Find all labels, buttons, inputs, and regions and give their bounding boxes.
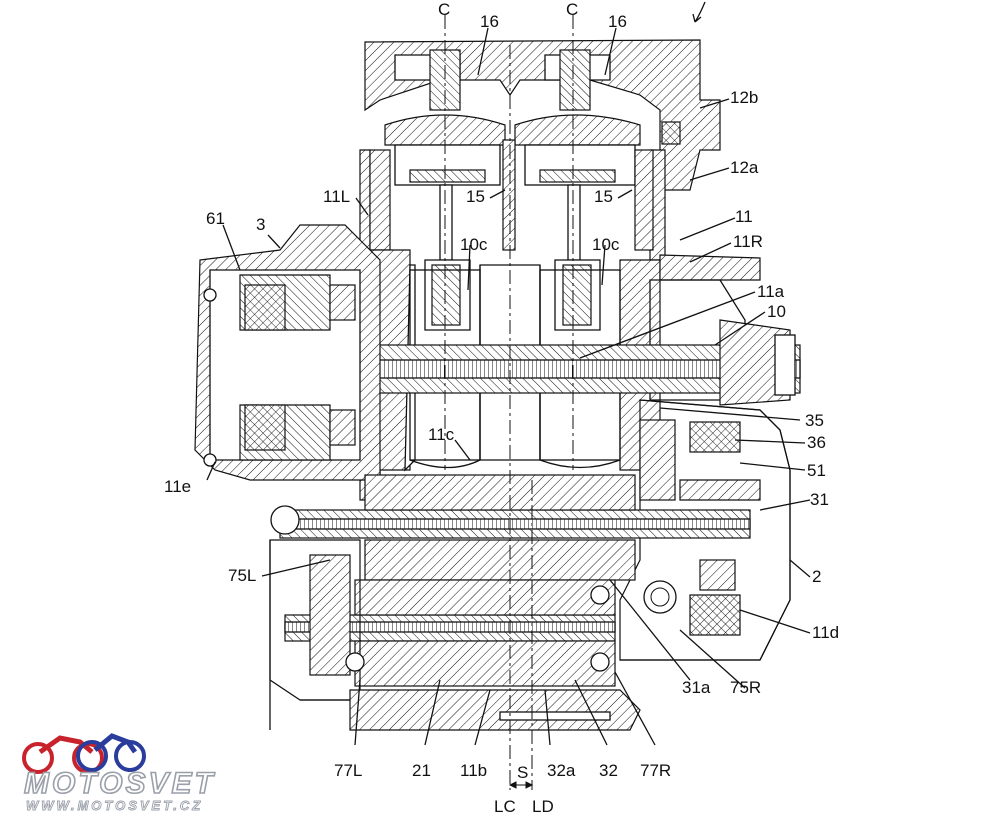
connecting-rods — [424, 184, 601, 331]
label-77L: 77L — [334, 761, 362, 780]
label-c-right: C — [566, 0, 578, 19]
label-3: 3 — [256, 215, 265, 234]
label-16-left: 16 — [480, 12, 499, 31]
label-31: 31 — [810, 490, 829, 509]
label-11L: 11L — [323, 187, 350, 206]
label-10: 10 — [767, 302, 786, 321]
label-75L: 75L — [228, 566, 256, 585]
label-11e: 11e — [164, 477, 191, 496]
label-51: 51 — [807, 461, 826, 480]
label-31a: 31a — [682, 678, 711, 697]
cylinder-head — [359, 39, 721, 261]
leader-lines — [206, 27, 811, 746]
label-11R: 11R — [733, 232, 763, 251]
generator-cover — [194, 224, 381, 481]
label-10c-right: 10c — [592, 235, 620, 254]
label-12b: 12b — [730, 88, 758, 107]
label-12a: 12a — [730, 158, 759, 177]
label-75R: 75R — [730, 678, 761, 697]
centerlines — [444, 15, 574, 790]
label-10c-left: 10c — [460, 235, 488, 254]
motosvet-watermark: MOTOSVET WWW.MOTOSVET.CZ — [22, 733, 216, 813]
counter-shaft — [269, 539, 616, 730]
label-32a: 32a — [547, 761, 576, 780]
label-77R: 77R — [640, 761, 671, 780]
clutch-assembly — [619, 399, 791, 661]
label-15-left: 15 — [466, 187, 485, 206]
label-11d: 11d — [812, 623, 839, 642]
label-2: 2 — [812, 567, 821, 586]
label-61: 61 — [206, 209, 225, 228]
label-LC: LC — [494, 797, 516, 816]
reference-labels: C C 16 16 12b 12a 11L 15 15 61 3 11 11R … — [164, 0, 839, 816]
oil-pan — [349, 689, 641, 731]
label-c-left: C — [438, 0, 450, 19]
label-11a: 11a — [757, 282, 785, 301]
label-36: 36 — [807, 433, 826, 452]
label-21: 21 — [412, 761, 431, 780]
label-35: 35 — [805, 411, 824, 430]
motorcycle-logo-icon — [22, 733, 146, 774]
label-15-right: 15 — [594, 187, 613, 206]
label-LD: LD — [532, 797, 554, 816]
pistons — [369, 114, 654, 251]
label-16-right: 16 — [608, 12, 627, 31]
label-11b: 11b — [460, 761, 487, 780]
label-S: S — [517, 763, 528, 782]
watermark-url: WWW.MOTOSVET.CZ — [26, 798, 203, 813]
watermark-brand: MOTOSVET — [24, 767, 216, 800]
label-32: 32 — [599, 761, 618, 780]
arrow-icon — [692, 1, 706, 23]
label-11: 11 — [735, 207, 753, 226]
label-11c: 11c — [428, 425, 455, 444]
